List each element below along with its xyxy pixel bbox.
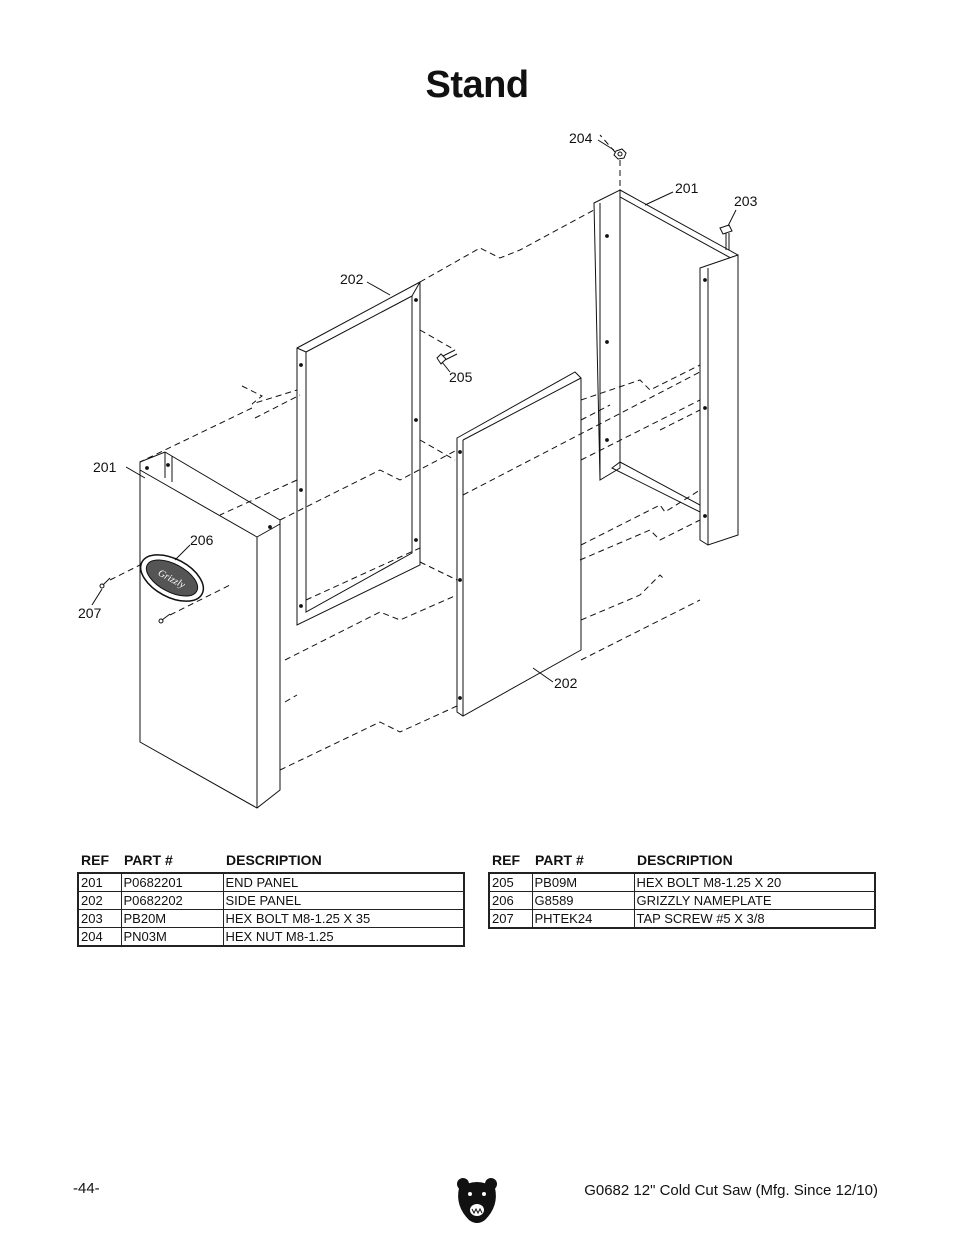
page-number: -44- xyxy=(73,1180,100,1197)
description-cell: END PANEL xyxy=(222,872,465,892)
header-description: DESCRIPTION xyxy=(637,852,733,868)
callout-leaders xyxy=(91,139,737,683)
header-ref: REF xyxy=(81,852,109,868)
description-cell: TAP SCREW #5 X 3/8 xyxy=(633,909,876,929)
callout-204: 204 xyxy=(569,130,593,146)
rear-end-panel xyxy=(593,189,739,546)
part-cell: PN03M xyxy=(120,927,224,947)
callout-207: 207 xyxy=(78,605,102,621)
ref-cell: 202 xyxy=(77,891,122,910)
part-cell: P0682201 xyxy=(120,872,224,892)
table-row: 207 PHTEK24 TAP SCREW #5 X 3/8 xyxy=(488,909,876,929)
grizzly-nameplate: Grizzly xyxy=(139,554,205,602)
ref-cell: 204 xyxy=(77,927,122,947)
hex-nut-204 xyxy=(613,148,627,160)
part-cell: P0682202 xyxy=(120,891,224,910)
manual-title: G0682 12" Cold Cut Saw (Mfg. Since 12/10… xyxy=(584,1182,878,1199)
table-row: 201 P0682201 END PANEL xyxy=(77,872,465,892)
table-row: 206 G8589 GRIZZLY NAMEPLATE xyxy=(488,891,876,910)
ref-cell: 205 xyxy=(488,872,533,892)
ref-cell: 201 xyxy=(77,872,122,892)
ref-cell: 206 xyxy=(488,891,533,910)
callout-201-front: 201 xyxy=(93,459,117,475)
callout-203: 203 xyxy=(734,193,758,209)
description-cell: SIDE PANEL xyxy=(222,891,465,910)
header-part: PART # xyxy=(535,852,584,868)
callout-202-rear: 202 xyxy=(340,271,364,287)
page-title: Stand xyxy=(425,64,529,106)
header-part: PART # xyxy=(124,852,173,868)
description-cell: GRIZZLY NAMEPLATE xyxy=(633,891,876,910)
callout-labels: 204 201 203 202 205 201 206 207 202 xyxy=(78,130,758,691)
callout-201-rear: 201 xyxy=(675,180,699,196)
callout-205: 205 xyxy=(449,369,473,385)
part-cell: PB20M xyxy=(120,909,224,928)
front-side-panel xyxy=(456,371,582,717)
table-row: 204 PN03M HEX NUT M8-1.25 xyxy=(77,927,465,947)
callout-206: 206 xyxy=(190,532,214,548)
exploded-stand-diagram: Grizzly xyxy=(78,130,758,809)
ref-cell: 203 xyxy=(77,909,122,928)
description-cell: HEX BOLT M8-1.25 X 35 xyxy=(222,909,465,928)
front-end-panel xyxy=(139,451,281,809)
parts-table-left: REF PART # DESCRIPTION 201 P0682201 END … xyxy=(77,852,465,947)
table-row: 205 PB09M HEX BOLT M8-1.25 X 20 xyxy=(488,872,876,892)
hex-bolt-205 xyxy=(436,349,458,365)
description-cell: HEX BOLT M8-1.25 X 20 xyxy=(633,872,876,892)
assembly-guide-lines xyxy=(109,134,701,771)
header-ref: REF xyxy=(492,852,520,868)
part-cell: PB09M xyxy=(531,872,635,892)
grizzly-bear-logo-icon xyxy=(457,1178,497,1223)
part-cell: PHTEK24 xyxy=(531,909,635,929)
tap-screw-207 xyxy=(99,577,171,624)
hex-bolt-203 xyxy=(719,224,733,250)
table-row: 202 P0682202 SIDE PANEL xyxy=(77,891,465,910)
table-row: 203 PB20M HEX BOLT M8-1.25 X 35 xyxy=(77,909,465,928)
description-cell: HEX NUT M8-1.25 xyxy=(222,927,465,947)
rear-side-panel xyxy=(296,281,421,626)
header-description: DESCRIPTION xyxy=(226,852,322,868)
part-cell: G8589 xyxy=(531,891,635,910)
callout-202-front: 202 xyxy=(554,675,578,691)
parts-table-right: REF PART # DESCRIPTION 205 PB09M HEX BOL… xyxy=(488,852,876,929)
ref-cell: 207 xyxy=(488,909,533,929)
